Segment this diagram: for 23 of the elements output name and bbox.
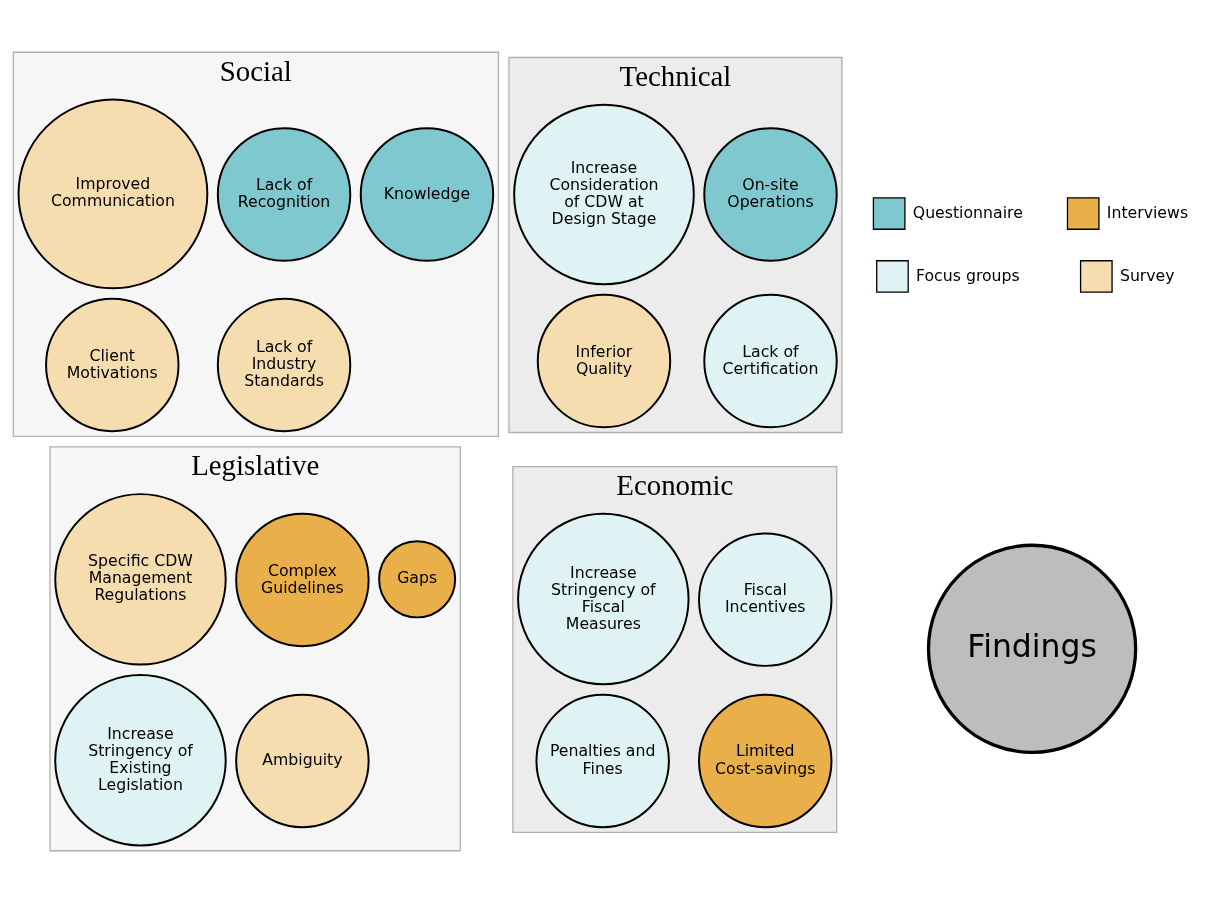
node-circle: Client Motivations xyxy=(45,297,180,432)
node-circle: Gaps xyxy=(378,539,457,618)
node-circle: Increase Stringency of Existing Legislation xyxy=(54,673,227,846)
node-circle: Penalties and Fines xyxy=(535,693,670,828)
node-circle: Specific CDW Management Regulations xyxy=(54,492,227,666)
legend-label: Questionnaire xyxy=(912,202,1023,222)
node-circle: Limited Cost-savings xyxy=(698,693,833,828)
legend-label: Interviews xyxy=(1106,202,1189,222)
node-circle: Ambiguity xyxy=(235,693,370,828)
legend-label: Survey xyxy=(1119,265,1175,285)
node-circle: Fiscal Incentives xyxy=(698,531,833,667)
node-circle: Findings xyxy=(926,543,1138,754)
node-circle: Increase Consideration of CDW at Design Stage xyxy=(513,103,695,285)
legend-label: Focus groups xyxy=(916,265,1020,285)
node-circle: Knowledge xyxy=(359,126,495,262)
node-circle: Lack of Certification xyxy=(703,293,838,428)
node-circle: Complex Guidelines xyxy=(235,512,370,647)
node-circle: Lack of Industry Standards xyxy=(216,297,352,432)
node-circle: Inferior Quality xyxy=(536,293,672,428)
node-circle: Lack of Recognition xyxy=(216,126,352,262)
node-circle: Improved Communication xyxy=(17,97,209,289)
node-circle: On-site Operations xyxy=(703,126,838,262)
node-circle: Increase Stringency of Fiscal Measures xyxy=(517,512,690,685)
